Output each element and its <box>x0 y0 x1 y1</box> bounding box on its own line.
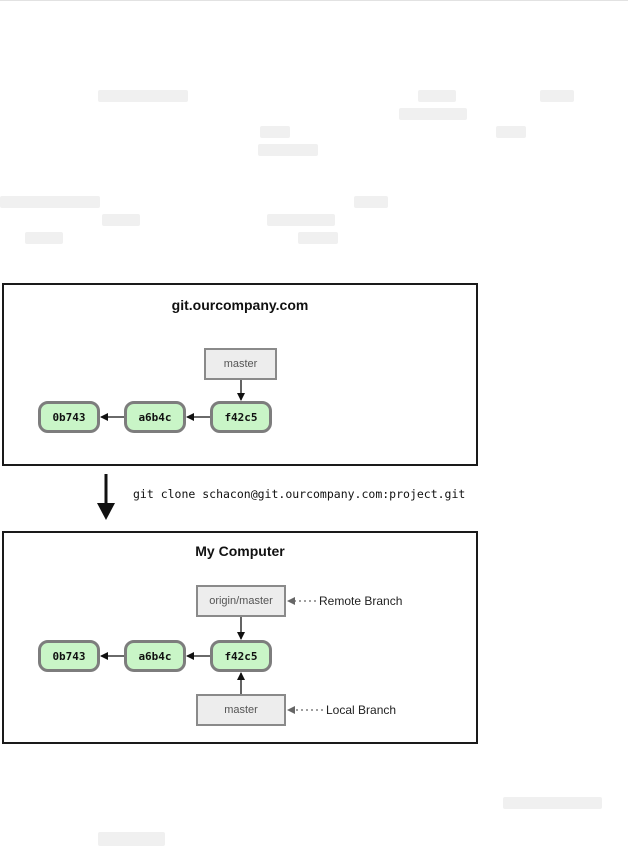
ghost-text <box>0 196 100 208</box>
ghost-text <box>25 232 63 244</box>
local-commit-0b743: 0b743 <box>38 640 100 672</box>
ghost-text <box>267 214 335 226</box>
server-commit-f42c5: f42c5 <box>210 401 272 433</box>
clone-command: git clone schacon@git.ourcompany.com:pro… <box>133 487 466 501</box>
ghost-text <box>260 126 290 138</box>
ghost-text <box>418 90 456 102</box>
remote-branch-box: origin/master <box>196 585 286 617</box>
ghost-text <box>258 144 318 156</box>
ghost-text <box>98 90 188 102</box>
server-master-branch: master <box>204 348 277 380</box>
remote-branch-annotation: Remote Branch <box>319 594 403 608</box>
ghost-text <box>298 232 338 244</box>
server-commit-a6b4c: a6b4c <box>124 401 186 433</box>
server-commit-0b743: 0b743 <box>38 401 100 433</box>
ghost-text <box>540 90 574 102</box>
ghost-text <box>354 196 388 208</box>
page-top-rule <box>0 0 628 1</box>
local-branch-annotation: Local Branch <box>326 703 397 717</box>
local-commit-f42c5: f42c5 <box>210 640 272 672</box>
local-title: My Computer <box>195 543 285 559</box>
ghost-text <box>98 832 165 846</box>
ghost-text <box>503 797 602 809</box>
ghost-text <box>496 126 526 138</box>
ghost-text <box>399 108 467 120</box>
server-title: git.ourcompany.com <box>171 297 309 313</box>
local-branch-box: master <box>196 694 286 726</box>
local-commit-a6b4c: a6b4c <box>124 640 186 672</box>
clone-arrow-head <box>97 503 115 520</box>
ghost-text <box>102 214 140 226</box>
